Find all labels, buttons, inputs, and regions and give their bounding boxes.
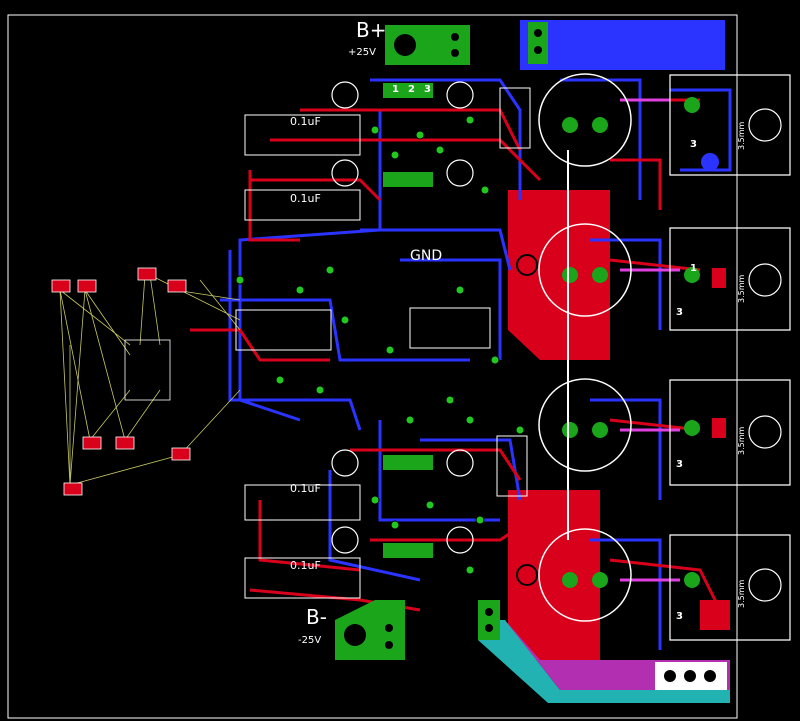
small-components [235, 87, 531, 599]
jack-label-2: 3.5mm [737, 274, 746, 303]
bottom-left-connector [478, 600, 500, 640]
audio-jacks [669, 74, 791, 641]
bplus-voltage-label: +25V [348, 47, 376, 58]
left-smd-parts [51, 267, 191, 496]
airwires [59, 274, 241, 486]
jack-pin-label: 3 [676, 611, 683, 622]
bplus-label: B+ [356, 18, 387, 42]
cap-value-1: 0.1uF [290, 115, 321, 128]
copper-pour-lower [508, 490, 600, 660]
jack-pin-label: 1 [690, 263, 697, 274]
transistor-outlines [331, 81, 474, 554]
top-right-connector [528, 22, 548, 64]
bminus-voltage-label: -25V [298, 635, 322, 646]
pin-number: 2 [408, 84, 415, 95]
cap-value-4: 0.1uF [290, 559, 321, 572]
cap-value-2: 0.1uF [290, 192, 321, 205]
copper-pour-upper [508, 190, 610, 360]
pin-number: 3 [424, 84, 431, 95]
jack-pin-label: 3 [676, 307, 683, 318]
cap-value-3: 0.1uF [290, 482, 321, 495]
cap-pads [516, 117, 608, 588]
jack-label-4: 3.5mm [737, 579, 746, 608]
jack-pin-label: 3 [690, 139, 697, 150]
electrolytic-capacitors [538, 73, 632, 622]
copper-pour-top-blue [520, 20, 725, 70]
vias [235, 115, 525, 575]
transistor-pads [383, 83, 433, 558]
pin-number: 1 [392, 84, 399, 95]
magenta-traces [620, 98, 680, 582]
gnd-label: GND [410, 248, 443, 264]
jack-pin-label: 3 [676, 459, 683, 470]
board-outline [7, 14, 738, 719]
jack-pads [684, 97, 730, 630]
tstop-band [478, 620, 730, 703]
bottom-traces [220, 78, 732, 650]
jack-label-3: 3.5mm [737, 426, 746, 455]
jack-label-1: 3.5mm [737, 121, 746, 150]
bminus-label: B- [306, 605, 327, 629]
